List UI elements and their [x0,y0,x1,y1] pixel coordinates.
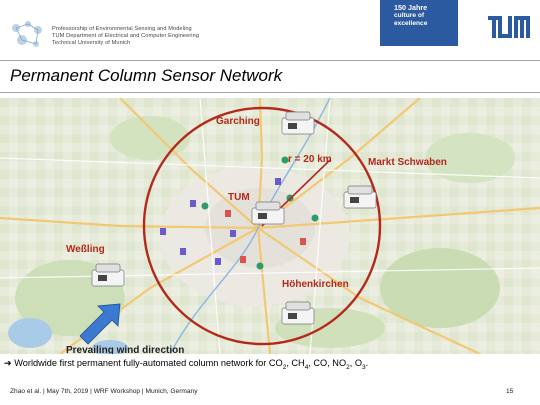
chair-name: Professorship of Environmental Sensing a… [52,26,199,47]
forest-patch [110,116,190,160]
anniversary-badge: 150 Jahre culture of excellence [380,0,458,46]
chair-logo-icon [12,21,42,47]
label-radius: r = 20 km [288,154,332,165]
sensor-instrument-hoehenkirchen [281,301,315,325]
page-number: 15 [506,388,514,395]
chair-line-3: Technical University of Munich [52,40,131,46]
label-hoehenkirchen: Höhenkirchen [282,279,349,290]
map-panel: Garching r = 20 km Markt Schwaben TUM We… [0,98,540,354]
note-text: Worldwide first permanent fully-automate… [14,358,283,368]
forest-patch [380,248,500,328]
note-end: . [365,358,369,368]
radius-circle [142,106,382,346]
tum-logo-icon [488,16,530,38]
sensor-instrument-garching [281,111,315,135]
bullet-arrow-icon: ➔ [4,358,12,368]
note-sep-2: , CO, NO [308,358,347,368]
poi-markers [160,156,319,270]
wind-arrow-icon [79,303,121,345]
network-note: ➔ Worldwide first permanent fully-automa… [4,358,368,371]
label-wind-direction: Prevailing wind direction [66,345,185,354]
o3-subscript: 3 [361,363,366,371]
slide-title: Permanent Column Sensor Network [10,66,283,85]
badge-line-2: culture of [394,12,425,19]
sensor-instrument-tum [251,201,285,225]
map-image [0,98,540,354]
lake [92,340,128,354]
sensor-instrument-markt-schwaben [343,185,377,209]
header-divider [0,60,540,61]
lake [8,318,52,348]
forest-patch [425,133,515,183]
label-markt-schwaben: Markt Schwaben [368,157,447,168]
chair-line-1: Professorship of Environmental Sensing a… [52,26,192,32]
chair-line-2: TUM Department of Electrical and Compute… [52,33,200,39]
co2-subscript: 2 [282,363,287,371]
label-garching: Garching [216,116,260,127]
title-divider [0,92,540,93]
badge-line-3: excellence [394,20,428,27]
sensor-instrument-wessling [91,263,125,287]
no2-subscript: 2 [346,363,350,371]
badge-line-1: 150 Jahre [394,3,428,12]
label-tum: TUM [228,192,250,203]
note-sep-3: , O [349,358,362,368]
footer-citation: Zhao et al. | May 7th, 2019 | WRF Worksh… [10,388,198,395]
river [169,98,331,354]
label-wessling: Weßling [66,244,105,255]
note-sep-1: , CH [286,358,305,368]
ch4-subscript: 4 [304,363,309,371]
